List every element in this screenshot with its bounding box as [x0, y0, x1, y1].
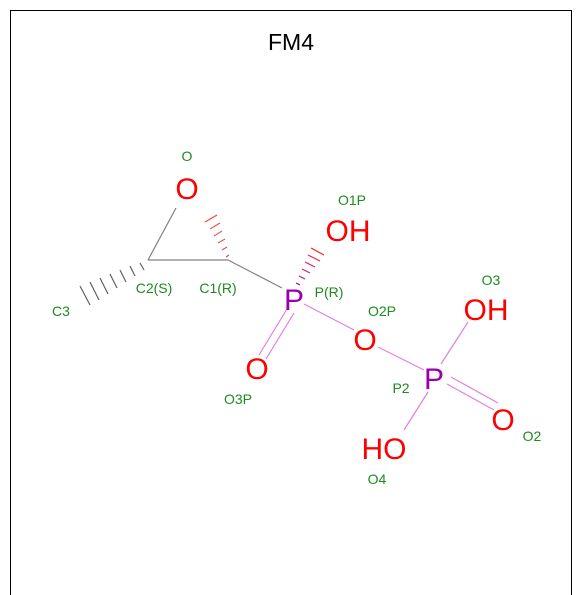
bond-c2-o [147, 207, 177, 261]
bond-p1-o3p-b [265, 312, 295, 360]
atom-o2p: O [353, 324, 376, 357]
label-o2p: O2P [368, 303, 396, 319]
label-c3: C3 [52, 303, 70, 319]
label-o3p: O3P [224, 391, 252, 407]
label-c1: C1(R) [199, 280, 236, 296]
atom-o-ring: O [175, 173, 198, 206]
diagram-frame [10, 10, 572, 595]
bond-p1-o1p-hashed [295, 247, 325, 286]
bond-c1-p1 [227, 259, 283, 289]
bond-p2-o3 [440, 321, 469, 365]
label-p1: P(R) [315, 284, 344, 300]
label-o4: O4 [368, 471, 387, 487]
diagram-title: FM4 [268, 29, 314, 55]
label-o2: O2 [523, 428, 542, 444]
atom-o4: HO [362, 433, 407, 466]
atom-o3: OH [464, 294, 509, 327]
bond-p1-o2p [303, 303, 355, 331]
label-c2: C2(S) [136, 280, 173, 296]
bond-p2-o2-a [446, 383, 495, 411]
label-p2: P2 [392, 380, 409, 396]
atom-o3p: O [245, 353, 268, 386]
label-o3: O3 [482, 272, 501, 288]
bond-c2-c3-hashed [79, 262, 145, 306]
atom-o2: O [491, 404, 514, 437]
label-o: O [182, 148, 193, 164]
atom-p1: P [284, 284, 304, 317]
label-o1p: O1P [338, 192, 366, 208]
bond-p1-o3p-a [258, 308, 288, 356]
atom-o1p: OH [326, 215, 371, 248]
bond-p2-o4 [403, 391, 429, 431]
bond-p2-o2-b [450, 376, 499, 404]
atom-p2: P [424, 363, 444, 396]
bond-c1-o-hashed [204, 214, 230, 258]
bond-o2p-p2 [377, 346, 425, 371]
